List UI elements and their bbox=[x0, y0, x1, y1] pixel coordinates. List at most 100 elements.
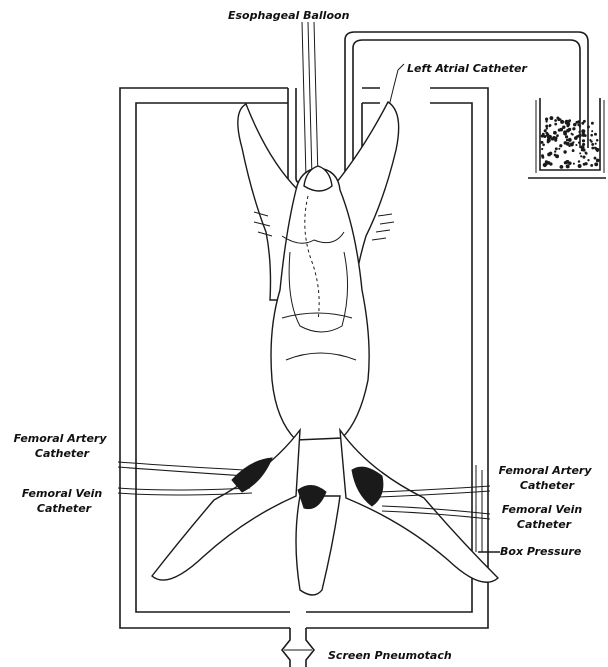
femoral-vein-catheter-left-label: Femoral Vein Catheter bbox=[22, 487, 106, 515]
fluid-speckle bbox=[567, 161, 568, 162]
fluid-speckle bbox=[578, 124, 580, 126]
fluid-speckle bbox=[569, 162, 572, 165]
fluid-speckle bbox=[595, 143, 596, 144]
esophageal-balloon-label: Esophageal Balloon bbox=[228, 9, 350, 22]
fluid-speckle bbox=[546, 118, 548, 120]
fluid-speckle bbox=[555, 151, 556, 152]
fluid-speckle bbox=[560, 145, 562, 147]
fluid-speckle bbox=[592, 131, 593, 132]
fluid-speckle bbox=[546, 135, 547, 136]
left-atrial-catheter-label: Left Atrial Catheter bbox=[407, 62, 527, 75]
fluid-speckle bbox=[567, 125, 569, 127]
fluid-speckle bbox=[597, 150, 598, 151]
fluid-speckle bbox=[546, 164, 548, 166]
fluid-speckle bbox=[596, 140, 598, 142]
fluid-speckle bbox=[543, 144, 545, 146]
fluid-speckle bbox=[555, 120, 557, 122]
fluid-speckle bbox=[542, 156, 544, 158]
fluid-speckle bbox=[573, 128, 575, 130]
fluid-speckle bbox=[583, 143, 585, 145]
fluid-speckle bbox=[560, 119, 561, 120]
fluid-speckle bbox=[559, 148, 560, 149]
fluid-speckle bbox=[588, 126, 590, 128]
fluid-speckle bbox=[588, 160, 589, 161]
fluid-speckle bbox=[546, 125, 548, 127]
fluid-speckle bbox=[583, 120, 585, 122]
fluid-speckle bbox=[548, 134, 549, 135]
fluid-speckle bbox=[555, 148, 557, 150]
fluid-speckle bbox=[580, 153, 581, 154]
fluid-speckle bbox=[576, 121, 578, 123]
fluid-speckle bbox=[581, 156, 582, 157]
fluid-speckle bbox=[578, 161, 580, 163]
fluid-speckle bbox=[558, 129, 560, 131]
fluid-speckle bbox=[579, 131, 580, 132]
fluid-speckle bbox=[563, 126, 565, 128]
fluid-speckle bbox=[561, 120, 564, 123]
fluid-speckle bbox=[578, 142, 579, 143]
fluid-speckle bbox=[582, 140, 584, 142]
fluid-speckle bbox=[564, 162, 566, 164]
fluid-speckle bbox=[542, 148, 543, 149]
fluid-speckle bbox=[550, 163, 552, 165]
fluid-speckle bbox=[591, 134, 593, 136]
fluid-speckle bbox=[566, 142, 569, 145]
fluid-speckle bbox=[544, 135, 546, 137]
fluid-speckle bbox=[567, 129, 570, 132]
fluid-speckle bbox=[560, 166, 563, 169]
fluid-speckle bbox=[592, 147, 594, 149]
fluid-speckle bbox=[565, 120, 568, 123]
fluid-speckle bbox=[583, 163, 585, 165]
fluid-speckle bbox=[569, 139, 571, 141]
femoral-vein-catheter-right-label: Femoral Vein Catheter bbox=[502, 503, 586, 531]
femoral-artery-catheter-left-label: Femoral Artery Catheter bbox=[14, 432, 111, 460]
fluid-speckle bbox=[564, 132, 567, 135]
fluid-speckle bbox=[570, 143, 573, 146]
fluid-speckle bbox=[550, 117, 553, 120]
screen-pneumotach bbox=[282, 628, 314, 667]
fluid-speckle bbox=[595, 133, 597, 135]
fluid-speckle bbox=[554, 154, 556, 156]
fluid-speckle bbox=[541, 135, 543, 137]
fluid-speckle bbox=[573, 163, 574, 164]
fluid-reservoir bbox=[528, 98, 606, 178]
fluid-speckle bbox=[583, 156, 585, 158]
screen-pneumotach-label: Screen Pneumotach bbox=[328, 649, 452, 662]
fluid-speckle bbox=[569, 145, 570, 146]
fluid-speckle bbox=[594, 157, 596, 159]
fluid-speckle bbox=[544, 130, 546, 132]
femoral-artery-catheter-right-label: Femoral Artery Catheter bbox=[499, 464, 596, 492]
fluid-speckle bbox=[594, 147, 595, 148]
fluid-speckle bbox=[549, 125, 551, 127]
fluid-speckle bbox=[554, 131, 557, 134]
fluid-speckle bbox=[548, 135, 551, 138]
animal-body bbox=[152, 102, 498, 595]
box-pressure-label: Box Pressure bbox=[500, 545, 582, 558]
fluid-speckle bbox=[582, 133, 583, 134]
fluid-speckle bbox=[596, 159, 599, 162]
fluid-speckle bbox=[541, 141, 543, 143]
fluid-speckle bbox=[546, 121, 547, 122]
fluid-speckle bbox=[566, 136, 568, 138]
fluid-speckle bbox=[548, 153, 551, 156]
fluid-speckle bbox=[576, 144, 577, 145]
fluid-speckle bbox=[579, 126, 580, 127]
fluid-speckle bbox=[557, 135, 559, 137]
fluid-speckle bbox=[581, 146, 584, 149]
fluid-speckle bbox=[555, 123, 557, 125]
fluid-speckle bbox=[591, 122, 593, 124]
fluid-speckle bbox=[595, 163, 598, 166]
fluid-speckle bbox=[557, 117, 559, 119]
fluid-speckle bbox=[564, 151, 566, 153]
fluid-speckle bbox=[585, 152, 586, 153]
fluid-speckle bbox=[591, 164, 593, 166]
fluid-speckle bbox=[546, 128, 547, 129]
fluid-speckle bbox=[574, 123, 577, 126]
fluid-speckle bbox=[582, 130, 585, 133]
fluid-speckle bbox=[566, 165, 569, 168]
fluid-speckle bbox=[566, 139, 568, 141]
fluid-speckle bbox=[571, 133, 572, 134]
fluid-speckle bbox=[582, 122, 584, 124]
fluid-speckle bbox=[590, 140, 591, 141]
